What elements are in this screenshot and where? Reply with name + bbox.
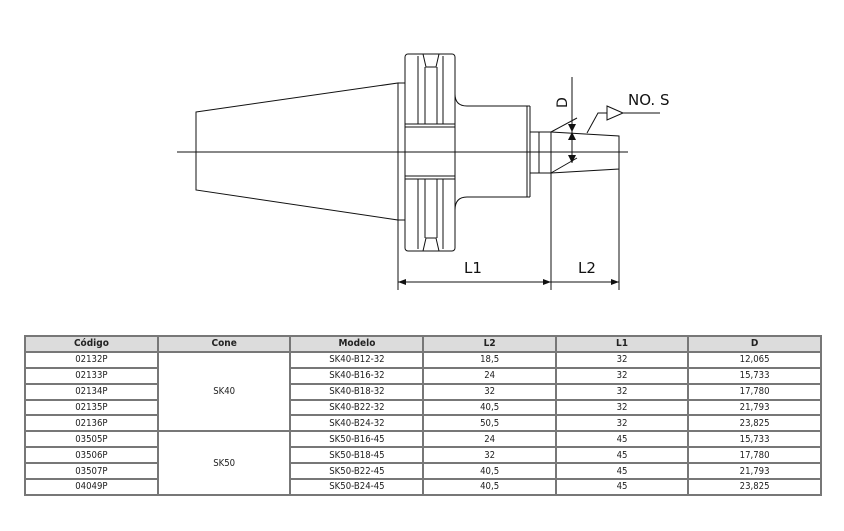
cell-l2: 32 xyxy=(422,382,557,401)
cell-modelo: SK40-B16-32 xyxy=(289,366,425,385)
cell-codigo: 02132P xyxy=(24,350,159,369)
cell-codigo: 02133P xyxy=(24,366,159,385)
cell-l2: 24 xyxy=(422,430,557,449)
cell-codigo: 02136P xyxy=(24,414,159,433)
cell-d: 15,733 xyxy=(687,430,822,449)
cell-cone: SK50 xyxy=(156,430,292,496)
header-l1: L1 xyxy=(554,335,690,353)
cell-codigo: 03505P xyxy=(24,430,159,449)
header-d: D xyxy=(687,335,822,353)
cell-l1: 32 xyxy=(554,350,690,369)
cell-modelo: SK50-B22-45 xyxy=(289,462,425,481)
cell-l1: 45 xyxy=(554,446,690,465)
cell-modelo: SK40-B18-32 xyxy=(289,382,425,401)
collet-body xyxy=(529,131,552,174)
cell-l1: 32 xyxy=(554,382,690,401)
cell-modelo: SK40-B12-32 xyxy=(289,350,425,369)
cell-d: 17,780 xyxy=(687,446,822,465)
cell-d: 17,780 xyxy=(687,382,822,401)
header-l2: L2 xyxy=(422,335,557,353)
cell-codigo: 02134P xyxy=(24,382,159,401)
cell-l2: 40,5 xyxy=(422,398,557,417)
cell-modelo: SK50-B16-45 xyxy=(289,430,425,449)
cell-l1: 32 xyxy=(554,398,690,417)
cell-modelo: SK40-B22-32 xyxy=(289,398,425,417)
cell-modelo: SK40-B24-32 xyxy=(289,414,425,433)
taper-tip xyxy=(550,131,620,174)
cell-codigo: 03507P xyxy=(24,462,159,481)
cell-modelo: SK50-B24-45 xyxy=(289,478,425,496)
cell-l1: 32 xyxy=(554,414,690,433)
cell-d: 15,733 xyxy=(687,366,822,385)
d-label: D xyxy=(555,97,571,108)
cell-l1: 45 xyxy=(554,430,690,449)
cell-codigo: 02135P xyxy=(24,398,159,417)
header-cone: Cone xyxy=(156,335,292,353)
neck xyxy=(454,93,528,211)
cell-l1: 45 xyxy=(554,462,690,481)
flange xyxy=(404,53,456,252)
cell-l2: 40,5 xyxy=(422,478,557,496)
l2-label: L2 xyxy=(578,259,596,277)
header-modelo: Modelo xyxy=(289,335,425,353)
cell-l2: 50,5 xyxy=(422,414,557,433)
cell-l1: 45 xyxy=(554,478,690,496)
cell-d: 21,793 xyxy=(687,398,822,417)
cell-cone: SK40 xyxy=(156,350,292,433)
cell-codigo: 03506P xyxy=(24,446,159,465)
cell-codigo: 04049P xyxy=(24,478,159,496)
cell-d: 23,825 xyxy=(687,478,822,496)
cell-d: 23,825 xyxy=(687,414,822,433)
cell-l2: 40,5 xyxy=(422,462,557,481)
cell-modelo: SK50-B18-45 xyxy=(289,446,425,465)
cell-d: 12,065 xyxy=(687,350,822,369)
cell-d: 21,793 xyxy=(687,462,822,481)
table-header-row: Código Cone Modelo L2 L1 D xyxy=(24,335,822,353)
l1-label: L1 xyxy=(464,259,482,277)
header-codigo: Código xyxy=(24,335,159,353)
cell-l2: 18,5 xyxy=(422,350,557,369)
cell-l2: 24 xyxy=(422,366,557,385)
taper-symbol-icon xyxy=(606,105,625,121)
cell-l1: 32 xyxy=(554,366,690,385)
cell-l2: 32 xyxy=(422,446,557,465)
tool-holder-drawing: L1 L2 D NO. S xyxy=(177,53,669,290)
taper-label: NO. S xyxy=(628,91,669,109)
